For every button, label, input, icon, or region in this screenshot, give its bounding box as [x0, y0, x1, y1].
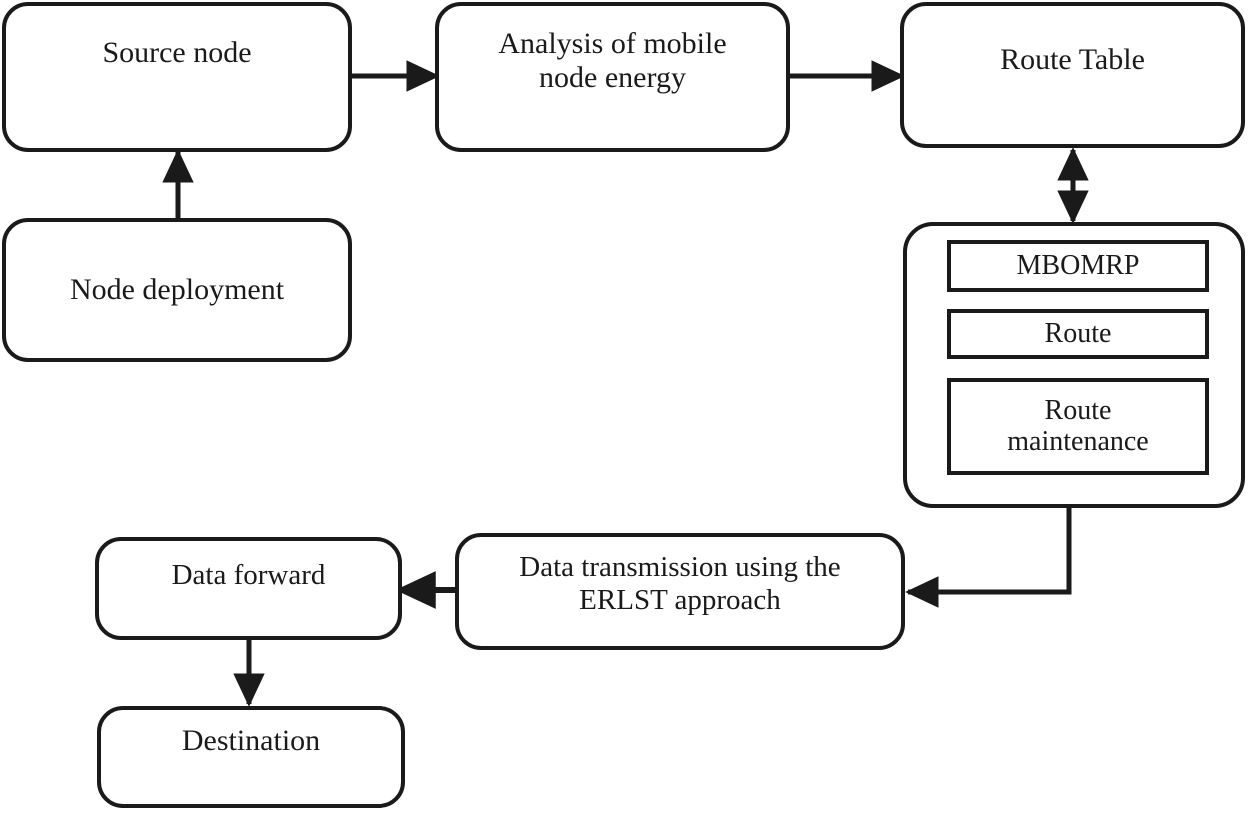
node-data-transmission-label: Data transmission using the ERLST approa… — [519, 551, 841, 616]
node-mbomrp-container[interactable]: MBOMRP Route Route maintenance — [903, 222, 1245, 508]
node-route-table[interactable]: Route Table — [900, 2, 1245, 148]
node-destination-label: Destination — [181, 724, 321, 758]
node-node-deployment[interactable]: Node deployment — [2, 218, 352, 362]
mbomrp-item-mbomrp[interactable]: MBOMRP — [947, 240, 1209, 292]
node-data-forward[interactable]: Data forward — [95, 537, 402, 640]
mbomrp-item-list: MBOMRP Route Route maintenance — [947, 240, 1209, 475]
mbomrp-item-route[interactable]: Route — [947, 309, 1209, 359]
node-route-table-label: Route Table — [1000, 43, 1145, 77]
node-data-transmission-erlst[interactable]: Data transmission using the ERLST approa… — [455, 533, 905, 650]
node-source-node[interactable]: Source node — [2, 2, 352, 152]
node-analysis-of-mobile-node-energy[interactable]: Analysis of mobile node energy — [435, 2, 790, 152]
node-data-forward-label: Data forward — [171, 559, 326, 592]
mbomrp-item-mbomrp-label: MBOMRP — [1016, 249, 1140, 281]
mbomrp-item-route-label: Route — [1044, 317, 1112, 349]
node-source-node-label: Source node — [102, 36, 252, 70]
node-node-deployment-label: Node deployment — [69, 273, 285, 307]
edge-mbomrp-to-data-transmission — [905, 507, 1072, 608]
mbomrp-item-route-maintenance[interactable]: Route maintenance — [947, 378, 1209, 475]
node-analysis-label: Analysis of mobile node energy — [498, 27, 727, 94]
node-destination[interactable]: Destination — [97, 706, 405, 808]
mbomrp-item-route-maintenance-label: Route maintenance — [1007, 394, 1149, 457]
